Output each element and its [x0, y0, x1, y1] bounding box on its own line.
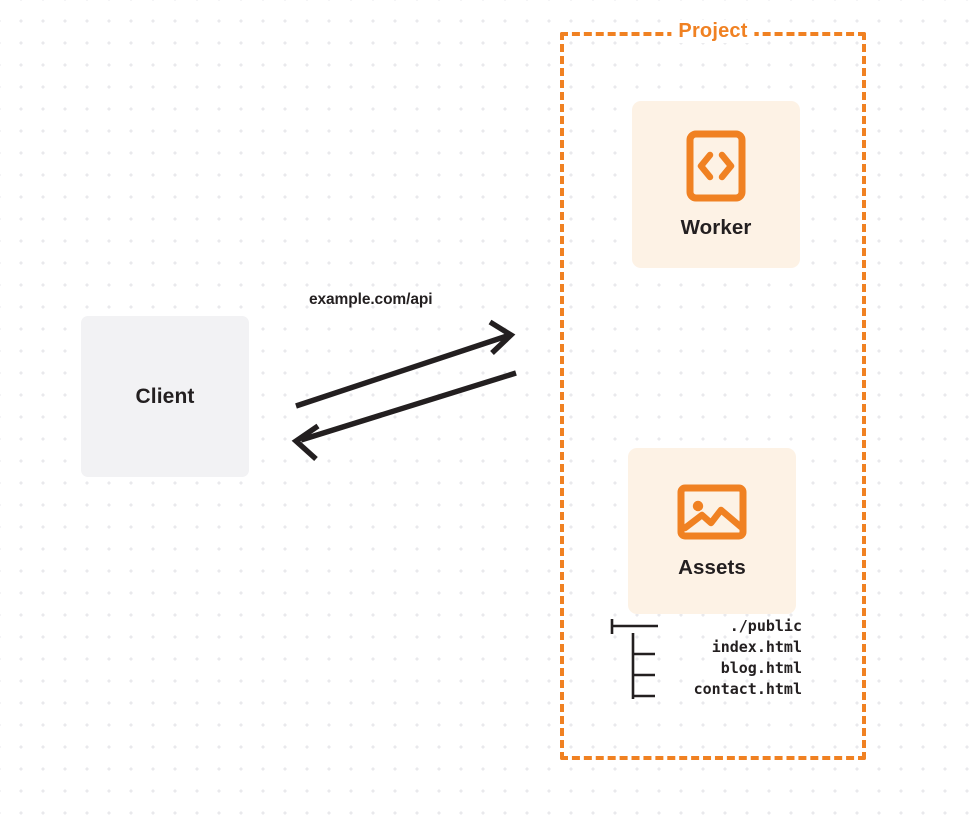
tree-connector-lines: [610, 619, 658, 699]
tree-item-name: index.html: [711, 638, 802, 656]
worker-card[interactable]: Worker: [632, 101, 800, 268]
tree-row: blog.html: [606, 658, 802, 679]
tree-row: index.html: [606, 637, 802, 658]
assets-card[interactable]: Assets: [628, 448, 796, 614]
image-photo-icon: [677, 484, 747, 540]
worker-card-label: Worker: [680, 215, 752, 239]
connection-label: example.com/api: [309, 291, 433, 308]
tree-item-name: contact.html: [693, 680, 802, 698]
assets-card-label: Assets: [678, 556, 746, 579]
project-container: Project: [560, 20, 866, 760]
tree-row: contact.html: [606, 679, 802, 700]
project-title: Project: [671, 20, 755, 44]
request-arrow-icon: [295, 319, 516, 409]
tree-item-name: blog.html: [720, 659, 802, 677]
tree-row: ./public: [606, 616, 802, 637]
client-node[interactable]: Client: [81, 316, 249, 477]
response-arrow-icon: [291, 370, 517, 462]
code-brackets-icon: [686, 130, 746, 201]
client-label: Client: [135, 384, 195, 408]
assets-file-tree: ./public index.html blog.html contact.ht…: [606, 616, 802, 700]
tree-item-name: ./public: [729, 617, 802, 635]
connection-arrows: [291, 319, 517, 462]
